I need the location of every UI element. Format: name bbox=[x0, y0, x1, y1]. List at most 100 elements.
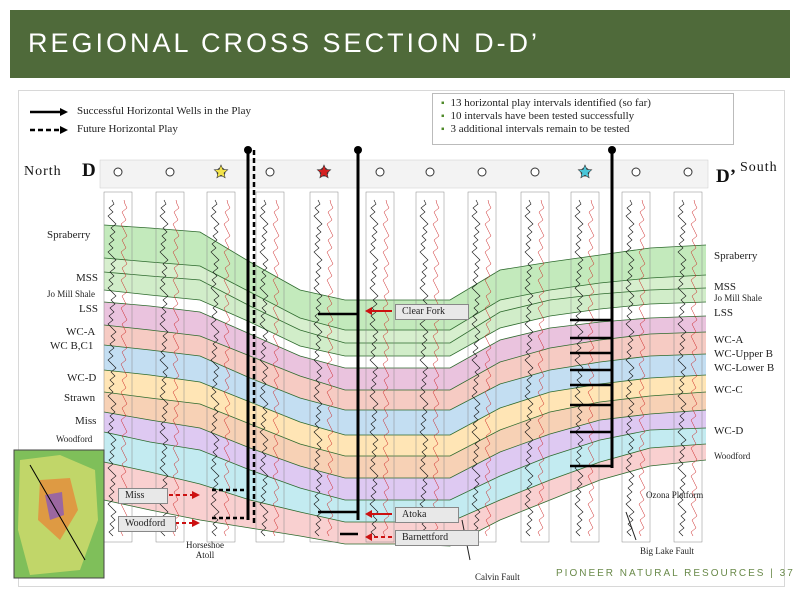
formation-label-left: MSS bbox=[76, 272, 99, 284]
red-arrow-head bbox=[192, 491, 200, 499]
callout-atoka: Atoka bbox=[395, 507, 459, 523]
formation-top-line bbox=[103, 257, 707, 331]
well-log-trace bbox=[326, 199, 334, 537]
annotation-calvin-fault: Calvin Fault bbox=[475, 572, 520, 582]
well-log-trace bbox=[419, 199, 429, 537]
formation-top-line bbox=[103, 324, 707, 391]
well-log-trace bbox=[587, 199, 595, 537]
formation-label-left: WC B,C1 bbox=[50, 340, 94, 352]
well-log-trace bbox=[369, 199, 379, 537]
formation-label-right: MSS bbox=[714, 281, 737, 293]
well-star-icon bbox=[316, 164, 332, 179]
formation-top-line bbox=[103, 344, 707, 411]
legend-lines bbox=[30, 108, 68, 134]
annotation-horseshoe: Horseshoe Atoll bbox=[186, 540, 224, 560]
well-log-trace bbox=[524, 199, 534, 537]
red-arrow-head bbox=[365, 510, 372, 518]
footer-company: PIONEER NATURAL RESOURCES | 37 bbox=[556, 568, 795, 579]
formation-label-left: Spraberry bbox=[47, 229, 91, 241]
red-arrow-head bbox=[192, 519, 200, 527]
well-log-column bbox=[255, 191, 285, 543]
formation-label-left: Jo Mill Shale bbox=[47, 289, 96, 299]
formation-band bbox=[104, 345, 706, 435]
formation-label-left: LSS bbox=[79, 303, 98, 315]
well-log-trace bbox=[625, 199, 635, 537]
well-symbol bbox=[165, 167, 175, 177]
well-log-column bbox=[103, 191, 133, 543]
formation-top-line bbox=[103, 224, 707, 301]
well-log-trace bbox=[574, 199, 584, 537]
well-log-trace bbox=[313, 199, 323, 537]
bullet-item: 13 horizontal play intervals identified … bbox=[451, 97, 733, 110]
bullet-item: 3 additional intervals remain to be test… bbox=[451, 123, 733, 136]
well-log-column bbox=[155, 191, 185, 543]
formation-label-right: WC-D bbox=[714, 425, 744, 437]
well-log-column bbox=[309, 191, 339, 543]
formation-top-line bbox=[103, 409, 707, 479]
well-log-column bbox=[570, 191, 600, 543]
well-symbol bbox=[265, 167, 275, 177]
well-star-icon bbox=[577, 164, 593, 179]
formation-top-line bbox=[103, 289, 707, 357]
annotation-big-lake-fault: Big Lake Fault bbox=[640, 546, 694, 556]
well-surface-dot bbox=[608, 146, 616, 154]
formation-band bbox=[104, 302, 706, 390]
bullets-box: 13 horizontal play intervals identified … bbox=[432, 93, 734, 145]
well-log-trace bbox=[432, 199, 440, 537]
well-log-trace bbox=[471, 199, 481, 537]
bullet-item: 10 intervals have been tested successful… bbox=[451, 110, 733, 123]
well-log-column bbox=[621, 191, 651, 543]
well-log-trace bbox=[107, 199, 117, 537]
callout-barnett: Barnettford bbox=[395, 530, 479, 546]
formation-top-line bbox=[103, 427, 707, 501]
formation-label-left: Woodford bbox=[56, 434, 93, 444]
well-log-trace bbox=[677, 199, 687, 537]
well-log-trace bbox=[638, 199, 646, 537]
formation-label-right: Woodford bbox=[714, 451, 751, 461]
well-log-trace bbox=[537, 199, 545, 537]
well-log-trace bbox=[272, 199, 280, 537]
north-label: North bbox=[24, 164, 62, 179]
well-log-trace bbox=[223, 199, 231, 537]
formation-top-line bbox=[103, 301, 707, 369]
section-start-label: D bbox=[82, 160, 96, 181]
formation-label-right: WC-A bbox=[714, 334, 744, 346]
well-header-strip bbox=[99, 159, 709, 189]
well-log-column bbox=[206, 191, 236, 543]
well-symbol bbox=[425, 167, 435, 177]
slide-title: REGIONAL CROSS SECTION D-D’ bbox=[28, 28, 541, 58]
well-log-trace bbox=[172, 199, 180, 537]
well-log-column bbox=[365, 191, 395, 543]
well-log-trace bbox=[382, 199, 390, 537]
well-log-trace bbox=[159, 199, 169, 537]
formation-top-line bbox=[103, 271, 707, 344]
well-log-column bbox=[520, 191, 550, 543]
well-symbol bbox=[113, 167, 123, 177]
formation-band bbox=[104, 272, 706, 356]
formation-label-left: Miss bbox=[75, 415, 97, 427]
well-log-trace bbox=[484, 199, 492, 537]
callout-clear-fork: Clear Fork bbox=[395, 304, 469, 320]
well-log-column bbox=[673, 191, 703, 543]
formation-label-right: Jo Mill Shale bbox=[714, 293, 763, 303]
well-surface-dot bbox=[244, 146, 252, 154]
red-arrow-head bbox=[365, 533, 372, 541]
formation-label-right: WC-Lower B bbox=[714, 362, 775, 374]
formation-label-left: WC-D bbox=[67, 372, 97, 384]
formation-label-left: WC-A bbox=[66, 326, 96, 338]
title-bar bbox=[10, 10, 790, 78]
formation-label-right: WC-Upper B bbox=[714, 348, 773, 360]
formation-label-right: Spraberry bbox=[714, 250, 758, 262]
well-log-trace bbox=[690, 199, 698, 537]
formation-band bbox=[104, 392, 706, 478]
formation-label-right: LSS bbox=[714, 307, 733, 319]
south-label: South bbox=[740, 160, 778, 175]
formation-top-line bbox=[103, 391, 707, 457]
well-log-trace bbox=[120, 199, 128, 537]
formation-label-left: Strawn bbox=[64, 392, 96, 404]
well-star-icon bbox=[213, 164, 229, 179]
well-surface-dot bbox=[354, 146, 362, 154]
formation-label-right: WC-C bbox=[714, 384, 743, 396]
well-log-trace bbox=[259, 199, 269, 537]
fault-line bbox=[625, 511, 637, 541]
